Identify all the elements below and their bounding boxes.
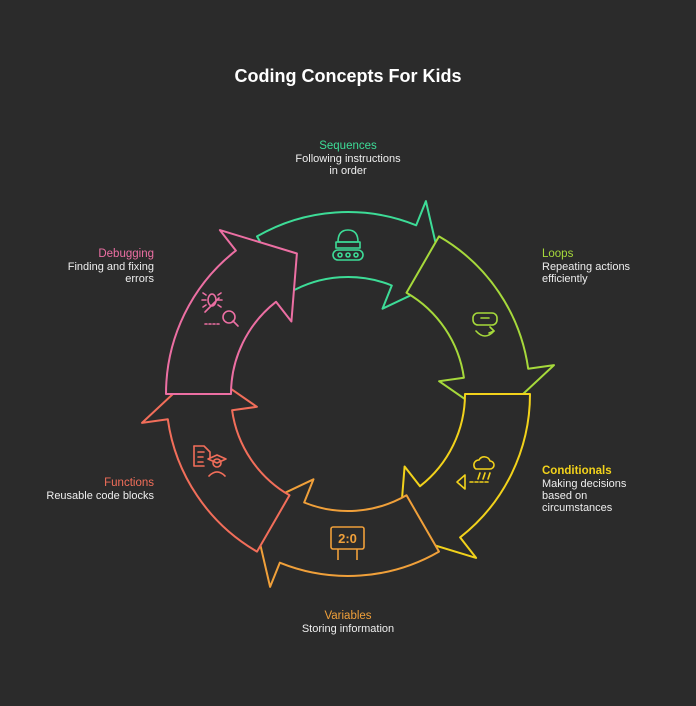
scoreboard-icon: 2:0 <box>330 526 365 560</box>
stage-title-functions: Functions <box>104 477 154 489</box>
stage-title-conditionals: Conditionals <box>542 465 612 477</box>
stage-desc-variables: Storing information <box>301 623 395 635</box>
document-person-icon <box>193 445 227 477</box>
label-conditionals: Conditionals Making decisions based on c… <box>542 465 652 514</box>
svg-text:2:0: 2:0 <box>338 531 357 546</box>
stage-title-debugging: Debugging <box>98 248 154 260</box>
label-sequences: Sequences Following instructions in orde… <box>278 140 418 177</box>
weather-decision-icon <box>456 456 495 490</box>
label-debugging: Debugging Finding and fixing errors <box>44 248 154 285</box>
cycle-arrow-loops <box>405 235 555 421</box>
label-loops: Loops Repeating actions efficiently <box>542 248 652 285</box>
page-title: Coding Concepts For Kids <box>234 66 462 86</box>
stage-title-sequences: Sequences <box>319 140 377 152</box>
vr-loop-icon <box>472 312 498 337</box>
stage-desc-debugging: Finding and fixing errors <box>67 261 154 285</box>
stage-desc-sequences: Following instructions in order <box>295 153 401 177</box>
stage-title-variables: Variables <box>324 610 372 622</box>
label-functions: Functions Reusable code blocks <box>24 477 154 502</box>
stage-desc-loops: Repeating actions efficiently <box>542 261 631 285</box>
bug-search-icon <box>201 292 239 327</box>
stage-title-loops: Loops <box>542 248 574 260</box>
cycle-arrow-variables <box>250 478 440 588</box>
conveyor-icon <box>332 229 364 261</box>
label-variables: Variables Storing information <box>278 610 418 635</box>
stage-desc-functions: Reusable code blocks <box>46 490 154 502</box>
stage-desc-conditionals: Making decisions based on circumstances <box>542 478 627 514</box>
